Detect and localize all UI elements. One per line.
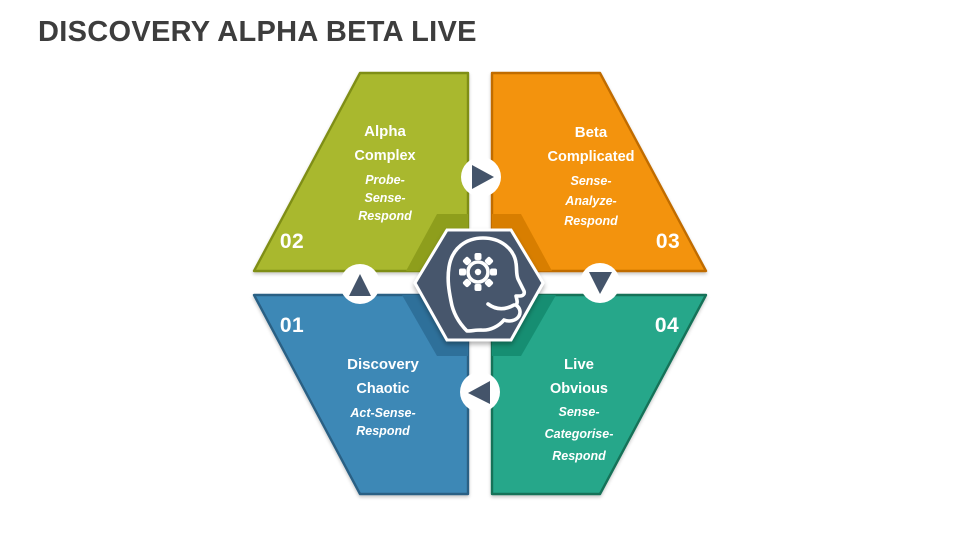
- quadrant-alpha-approach-line: Probe-: [365, 173, 405, 187]
- cycle-arrow-right: [580, 263, 620, 303]
- quadrant-beta-approach-line: Sense-: [571, 174, 612, 188]
- quadrant-beta-approach-line: Analyze-: [564, 194, 616, 208]
- quadrant-discovery-approach-line: Respond: [356, 424, 410, 438]
- quadrant-discovery-name: Discovery: [347, 356, 419, 373]
- quadrant-discovery-number: 01: [280, 314, 304, 337]
- quadrant-alpha-approach-line: Sense-: [365, 191, 406, 205]
- quadrant-live-name: Live: [564, 356, 594, 373]
- cycle-arrow-left: [340, 264, 380, 304]
- page-title: DISCOVERY ALPHA BETA LIVE: [38, 16, 477, 48]
- quadrant-live-number: 04: [655, 314, 679, 337]
- quadrant-live-approach-line: Sense-: [559, 405, 600, 419]
- quadrant-beta-name: Beta: [575, 124, 608, 141]
- quadrant-live-approach-line: Respond: [552, 449, 606, 463]
- cycle-arrow-bottom: [460, 372, 500, 412]
- center-hexagon: [413, 228, 545, 342]
- quadrant-beta-number: 03: [656, 230, 680, 253]
- quadrant-beta-attribute: Complicated: [547, 149, 634, 165]
- quadrant-alpha-attribute: Complex: [354, 148, 415, 164]
- arrow-right-icon: [472, 165, 494, 189]
- quadrant-beta: 03 Beta Complicated Sense- Analyze- Resp…: [490, 71, 708, 273]
- arrow-left-icon: [468, 381, 490, 404]
- quadrant-alpha-name: Alpha: [364, 123, 406, 140]
- quadrant-discovery-approach-line: Act-Sense-: [349, 406, 415, 420]
- quadrant-live: 04 Live Obvious Sense- Categorise- Respo…: [490, 293, 708, 496]
- quadrant-discovery-attribute: Chaotic: [356, 381, 409, 397]
- head-with-gear-icon: [446, 236, 527, 333]
- quadrant-beta-approach-line: Respond: [564, 214, 618, 228]
- arrow-up-icon: [349, 274, 371, 296]
- quadrant-discovery: 01 Discovery Chaotic Act-Sense- Respond: [252, 293, 470, 496]
- quadrant-discovery-shape: [252, 293, 470, 496]
- quadrant-alpha: 02 Alpha Complex Probe- Sense- Respond: [252, 71, 470, 273]
- quadrant-live-approach-line: Categorise-: [545, 427, 614, 441]
- quadrant-live-shape: [490, 293, 708, 496]
- arrow-down-icon: [589, 272, 612, 294]
- quadrant-alpha-number: 02: [280, 230, 304, 253]
- quadrant-beta-shape: [490, 71, 708, 273]
- quadrant-alpha-approach-line: Respond: [358, 209, 412, 223]
- cycle-arrow-top: [461, 157, 501, 197]
- gear-icon: [459, 253, 497, 291]
- quadrant-live-attribute: Obvious: [550, 381, 608, 397]
